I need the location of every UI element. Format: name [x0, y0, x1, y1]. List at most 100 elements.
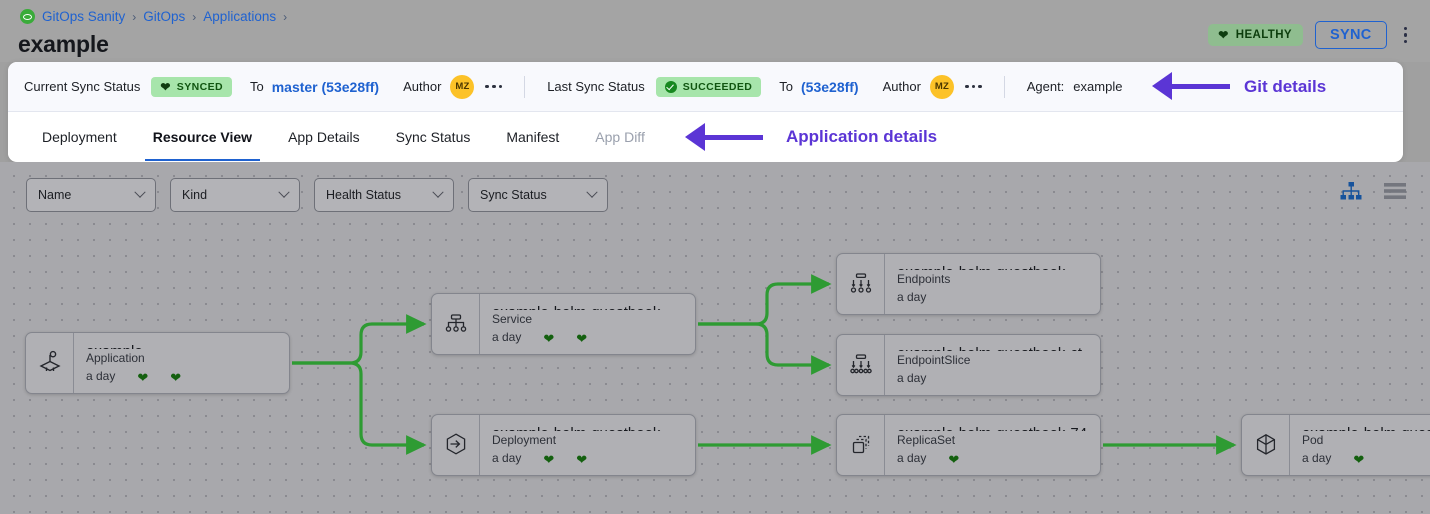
- current-sync-status-badge-label: SYNCED: [176, 80, 223, 93]
- deployment-icon: [432, 415, 480, 475]
- last-sync-status-label: Last Sync Status: [547, 79, 645, 94]
- node-name: example-helm-guest: [1302, 424, 1430, 431]
- current-sync-status-label: Current Sync Status: [24, 79, 141, 94]
- tab-sync-status[interactable]: Sync Status: [395, 128, 471, 145]
- breadcrumb-separator-icon: ›: [132, 9, 137, 24]
- health-heart-icon: ❤: [543, 330, 555, 346]
- last-sync-status-badge-label: SUCCEEDED: [682, 80, 753, 93]
- current-ellipsis-icon[interactable]: [485, 84, 503, 89]
- current-revision-link[interactable]: master (53e28ff): [271, 78, 380, 95]
- node-age: a day: [897, 290, 927, 305]
- graph-node-endpoints[interactable]: example-helm-guestbook Endpoints a day: [836, 253, 1101, 315]
- filter-sync-status-label: Sync Status: [480, 188, 547, 202]
- status-badge-healthy: ❤ HEALTHY: [1208, 24, 1303, 46]
- sync-heart-icon: ❤: [576, 330, 588, 346]
- breadcrumb-item-gitops-sanity[interactable]: GitOps Sanity: [42, 9, 126, 24]
- graph-node-application[interactable]: example Application a day ❤ ❤: [25, 332, 290, 394]
- filter-name-select[interactable]: Name: [26, 178, 156, 212]
- sync-heart-icon: ❤: [576, 451, 588, 467]
- graph-node-service[interactable]: example-helm-guestbook Service a day ❤ ❤: [431, 293, 696, 355]
- chevron-down-icon: [278, 186, 290, 198]
- resource-graph-canvas: Name Kind Health Status Sync Status: [0, 162, 1430, 514]
- current-author-label: Author: [403, 79, 442, 94]
- node-age: a day: [897, 451, 927, 466]
- check-circle-icon: [664, 80, 677, 93]
- agent-value: example: [1073, 79, 1123, 94]
- filter-name-label: Name: [38, 188, 72, 202]
- tree-view-icon[interactable]: [1340, 182, 1362, 205]
- node-name: example: [86, 342, 279, 349]
- tab-app-details[interactable]: App Details: [288, 128, 360, 145]
- filter-kind-select[interactable]: Kind: [170, 178, 300, 212]
- filter-health-status-label: Health Status: [326, 188, 402, 202]
- node-body: example-helm-guestbook Endpoints a day: [885, 254, 1100, 314]
- tab-resource-view[interactable]: Resource View: [135, 112, 270, 161]
- breadcrumb-item-gitops[interactable]: GitOps: [143, 9, 186, 24]
- endpoints-icon: [837, 254, 885, 314]
- kebab-menu-icon[interactable]: [1399, 23, 1413, 48]
- graph-node-endpointslice[interactable]: example-helm-guestbook-ct... EndpointSli…: [836, 334, 1101, 396]
- graph-node-replicaset[interactable]: example-helm-guestbook-74... ReplicaSet …: [836, 414, 1101, 476]
- sync-button[interactable]: SYNC: [1315, 21, 1387, 49]
- node-name: example-helm-guestbook: [492, 303, 685, 310]
- node-body: example-helm-guest Pod a day ❤: [1290, 415, 1430, 475]
- current-to-label: To: [249, 79, 264, 94]
- tab-manifest[interactable]: Manifest: [506, 128, 560, 145]
- node-body: example-helm-guestbook-ct... EndpointSli…: [885, 335, 1100, 395]
- node-meta: a day ❤ ❤: [492, 451, 685, 467]
- service-icon: [432, 294, 480, 354]
- graph-node-pod[interactable]: example-helm-guest Pod a day ❤: [1241, 414, 1430, 476]
- node-meta: a day: [897, 290, 1090, 306]
- view-toggle-group: [1340, 182, 1406, 205]
- node-name: example-helm-guestbook: [897, 263, 1090, 270]
- node-body: example-helm-guestbook Service a day ❤ ❤: [480, 294, 695, 354]
- last-sync-status-badge: SUCCEEDED: [655, 76, 762, 97]
- breadcrumb-separator-icon: ›: [283, 9, 288, 24]
- node-meta: a day ❤: [1302, 451, 1430, 467]
- filter-health-status-select[interactable]: Health Status: [314, 178, 454, 212]
- node-kind: Endpoints: [897, 271, 951, 286]
- chevron-down-icon: [134, 186, 146, 198]
- application-summary-panel: Current Sync Status ❤ SYNCED To master (…: [8, 62, 1403, 162]
- node-body: example Application a day ❤ ❤: [74, 333, 289, 393]
- application-icon: [26, 333, 74, 393]
- node-kind: EndpointSlice: [897, 352, 971, 367]
- avatar[interactable]: MZ: [929, 74, 954, 99]
- divider: [1003, 75, 1005, 98]
- node-name: example-helm-guestbook-74...: [897, 424, 1090, 431]
- filter-sync-status-select[interactable]: Sync Status: [468, 178, 608, 212]
- health-heart-icon: ❤: [137, 369, 149, 385]
- last-revision-link[interactable]: (53e28ff): [801, 78, 859, 95]
- filter-bar: Name Kind Health Status Sync Status: [26, 178, 608, 212]
- breadcrumb-separator-icon: ›: [192, 9, 197, 24]
- health-heart-icon: ❤: [948, 451, 960, 467]
- endpointslice-icon: [837, 335, 885, 395]
- node-age: a day: [897, 371, 927, 386]
- breadcrumb-item-applications[interactable]: Applications: [203, 9, 277, 24]
- page-title: example: [18, 31, 109, 57]
- breadcrumb: GitOps Sanity › GitOps › Applications ›: [20, 9, 287, 24]
- node-kind: Pod: [1302, 432, 1324, 447]
- top-bar: GitOps Sanity › GitOps › Applications › …: [0, 0, 1430, 62]
- node-age: a day: [86, 369, 116, 384]
- list-view-icon[interactable]: [1384, 182, 1406, 205]
- node-kind: Application: [86, 350, 145, 365]
- agent-label: Agent:: [1026, 79, 1065, 94]
- last-ellipsis-icon[interactable]: [964, 84, 982, 89]
- last-author-label: Author: [882, 79, 921, 94]
- heart-icon: ❤: [1218, 28, 1229, 42]
- node-name: example-helm-guestbook-ct...: [897, 344, 1090, 351]
- node-meta: a day ❤ ❤: [86, 369, 279, 385]
- tab-app-diff[interactable]: App Diff: [595, 128, 645, 145]
- tab-bar: Deployment Resource View App Details Syn…: [8, 112, 1403, 161]
- graph-node-deployment[interactable]: example-helm-guestbook Deployment a day …: [431, 414, 696, 476]
- tab-deployment[interactable]: Deployment: [42, 128, 117, 145]
- avatar[interactable]: MZ: [450, 74, 475, 99]
- node-kind: ReplicaSet: [897, 432, 956, 447]
- health-badge-label: HEALTHY: [1235, 29, 1292, 41]
- node-body: example-helm-guestbook Deployment a day …: [480, 415, 695, 475]
- heart-icon: ❤: [160, 79, 171, 94]
- health-heart-icon: ❤: [1353, 451, 1365, 467]
- filter-kind-label: Kind: [182, 188, 208, 202]
